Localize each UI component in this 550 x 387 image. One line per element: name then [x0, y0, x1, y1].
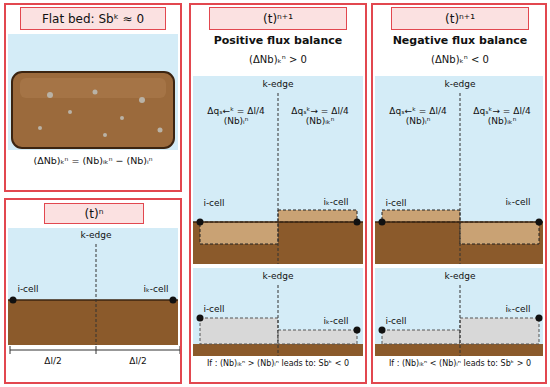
pebble — [38, 126, 42, 130]
bed-level-box — [278, 330, 357, 344]
pebble — [47, 92, 53, 98]
cell-label: iₖ-cell — [495, 197, 541, 207]
pebble — [158, 128, 163, 133]
sediment-flux-box — [460, 222, 539, 244]
cell-label: i-cell — [192, 198, 236, 208]
cell-label: iₖ-cell — [313, 316, 359, 326]
cell-label: i-cell — [374, 316, 418, 326]
cell-dot — [379, 219, 386, 226]
header-box: Flat bed: Sbᵏ ≈ 0 — [20, 7, 166, 30]
edge-label: k-edge — [432, 271, 488, 281]
cell-label: iₖ-cell — [313, 197, 359, 207]
subtitle: Positive flux balance — [193, 35, 363, 48]
edge-label: k-edge — [432, 79, 488, 89]
flux-label: Δqₛᵏ→ = Δl/4 (Nb)ᵢₖⁿ — [282, 106, 358, 127]
flux-label: Δqₛ←ᵏ = Δl/4 (Nb)ᵢⁿ — [198, 106, 274, 127]
sediment-block — [12, 72, 174, 148]
cell-dot — [354, 219, 361, 226]
header-text: (t)ⁿ⁺¹ — [263, 12, 293, 26]
header-box: (t)ⁿ⁺¹ — [391, 7, 529, 30]
cell-dot — [536, 315, 543, 322]
bed-level-box — [460, 318, 539, 344]
header-text: Flat bed: Sbᵏ ≈ 0 — [42, 12, 144, 26]
header-box: (t)ⁿ — [44, 203, 144, 224]
edge-line — [278, 285, 279, 356]
cell-label: iₖ-cell — [132, 284, 180, 294]
water — [375, 268, 543, 344]
formula-text: (ΔNb)ₖⁿ = (Nb)ᵢₖⁿ − (Nb)ᵢⁿ — [7, 156, 179, 167]
bed — [8, 300, 178, 345]
subtitle: Negative flux balance — [375, 35, 545, 48]
edge-label: k-edge — [68, 230, 124, 240]
water — [8, 34, 178, 150]
sediment-texture — [20, 78, 166, 98]
sediment-flux-box — [200, 222, 278, 244]
panel: k-edge i-cell iₖ-cellΔl/2 Δl/2 (t)ⁿ — [4, 198, 182, 384]
panel: (ΔNb)ₖⁿ = (Nb)ᵢₖⁿ − (Nb)ᵢⁿ Flat bed: Sbᵏ … — [4, 3, 182, 192]
dimension-label: Δl/2 — [108, 356, 168, 366]
dimension-label: Δl/2 — [23, 356, 83, 366]
water — [375, 76, 543, 222]
cell-dot — [170, 297, 177, 304]
panel: Positive flux balance(ΔNb)ₖⁿ > 0k-edgeΔq… — [189, 3, 367, 384]
sediment-flux-box — [278, 210, 357, 222]
flux-label: Δqₛᵏ→ = Δl/4 (Nb)ᵢₖⁿ — [464, 106, 540, 127]
panel: Negative flux balance(ΔNb)ₖⁿ < 0k-edgeΔq… — [371, 3, 547, 384]
dimension-line — [10, 350, 180, 351]
pebble — [68, 110, 72, 114]
positive-flux-illustration — [193, 76, 363, 356]
conclusion-text: If : (Nb)ᵢₖⁿ < (Nb)ᵢⁿ leads to: Sbᵏ > 0 — [375, 359, 545, 368]
condition-text: (ΔNb)ₖⁿ < 0 — [375, 54, 545, 66]
bed-level-box — [382, 330, 460, 344]
pebble — [120, 116, 124, 120]
cell-label: iₖ-cell — [495, 304, 541, 314]
header-text: (t)ⁿ⁺¹ — [445, 12, 475, 26]
flat-bed-illustration — [8, 34, 178, 150]
bed — [375, 344, 543, 356]
dimension-tick — [10, 346, 11, 354]
conclusion-text: If : (Nb)ᵢₖⁿ > (Nb)ᵢⁿ leads to: Sbᵏ < 0 — [193, 359, 363, 368]
cell-dot — [536, 219, 543, 226]
cell-label: i-cell — [192, 304, 236, 314]
bed-line — [193, 221, 363, 223]
dimension-tick — [96, 346, 97, 354]
bed — [375, 222, 543, 264]
edge-label: k-edge — [250, 79, 306, 89]
pebble — [93, 90, 98, 95]
bed-level-box — [200, 318, 278, 344]
flux-label: Δqₛ←ᵏ = Δl/4 (Nb)ᵢⁿ — [380, 106, 456, 127]
pebble — [103, 133, 107, 137]
edge-line — [96, 244, 97, 345]
bed-line — [375, 221, 543, 223]
edge-label: k-edge — [250, 271, 306, 281]
cell-dot — [10, 297, 17, 304]
condition-text: (ΔNb)ₖⁿ > 0 — [193, 54, 363, 66]
header-box: (t)ⁿ⁺¹ — [209, 7, 347, 30]
pebble — [139, 97, 145, 103]
cell-dot — [354, 327, 361, 334]
header-text: (t)ⁿ — [85, 207, 104, 221]
cell-dot — [379, 327, 386, 334]
cell-label: i-cell — [5, 284, 51, 294]
cell-dot — [197, 315, 204, 322]
edge-line — [460, 285, 461, 356]
sediment-flux-box — [382, 210, 460, 222]
bed-line — [8, 299, 178, 301]
cell-dot — [197, 219, 204, 226]
edge-line — [278, 93, 279, 264]
cell-label: i-cell — [374, 198, 418, 208]
negative-flux-illustration — [375, 76, 543, 356]
edge-line — [460, 93, 461, 264]
